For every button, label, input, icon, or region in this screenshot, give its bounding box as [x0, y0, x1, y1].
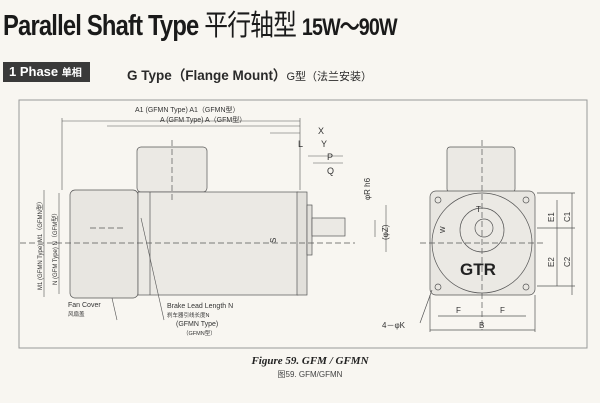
- dimension-lines: [43, 118, 387, 297]
- dim-z: (φZ): [381, 224, 390, 240]
- dim-e2: E2: [547, 257, 556, 267]
- dim-c1: C1: [563, 211, 572, 222]
- gtr-logo: GTR: [460, 260, 496, 279]
- page-title: Parallel Shaft Type 平行轴型 15W～90W: [3, 10, 398, 42]
- dim-x: X: [318, 126, 324, 136]
- fan-cover-label-cn: 风扇盖: [68, 310, 85, 318]
- brake-type-label-cn: （GFMN型）: [183, 329, 216, 337]
- dim-s: S: [269, 238, 278, 243]
- dim-t: T: [476, 205, 481, 214]
- dim-k: 4－φK: [382, 321, 406, 330]
- dim-m1: M1 (GFMN Type) M1（GFMN型）: [36, 198, 44, 290]
- dim-f-left: F: [456, 306, 461, 315]
- dim-c2: C2: [563, 256, 572, 267]
- dim-b: B: [479, 321, 484, 330]
- dim-y: Y: [321, 139, 327, 149]
- dimension-labels: A1 (GFMN Type) A1（GFMN型） A (GFM Type) A（…: [36, 105, 390, 290]
- figure-caption-cn: 图59. GFM/GFMN: [277, 370, 343, 379]
- callouts: Fan Cover 风扇盖 Brake Lead Length N 刹车器引线长…: [68, 217, 233, 337]
- dim-f-right: F: [500, 306, 505, 315]
- front-view-labels: GTR T W E1 E2 C1 C2 F F B 4－φK: [382, 205, 572, 330]
- dim-n: N (GFM Type) N（GFM型）: [51, 210, 59, 285]
- figure-caption: Figure 59. GFM / GFMN: [251, 355, 369, 367]
- dim-w: W: [440, 226, 447, 233]
- dim-e1: E1: [547, 212, 556, 222]
- dim-a: A (GFM Type) A（GFM型）: [160, 115, 246, 124]
- front-view: [419, 140, 575, 332]
- side-view: [20, 140, 355, 299]
- brake-type-label: (GFMN Type): [176, 321, 218, 328]
- drawing-frame: [18, 99, 588, 349]
- dim-r: φR h6: [363, 177, 372, 200]
- phase-badge: 1 Phase 单相: [3, 62, 90, 82]
- dim-l: L: [298, 139, 303, 149]
- brake-lead-label: Brake Lead Length N: [167, 303, 233, 310]
- section-subtitle: G Type（Flange Mount）G型（法兰安装）: [127, 68, 373, 83]
- dim-p: P: [327, 152, 333, 162]
- brake-lead-label-cn: 刹车器引线长度N: [167, 311, 210, 319]
- fan-cover-label: Fan Cover: [68, 302, 101, 309]
- dim-q: Q: [327, 166, 334, 176]
- dim-a1: A1 (GFMN Type) A1（GFMN型）: [135, 105, 240, 114]
